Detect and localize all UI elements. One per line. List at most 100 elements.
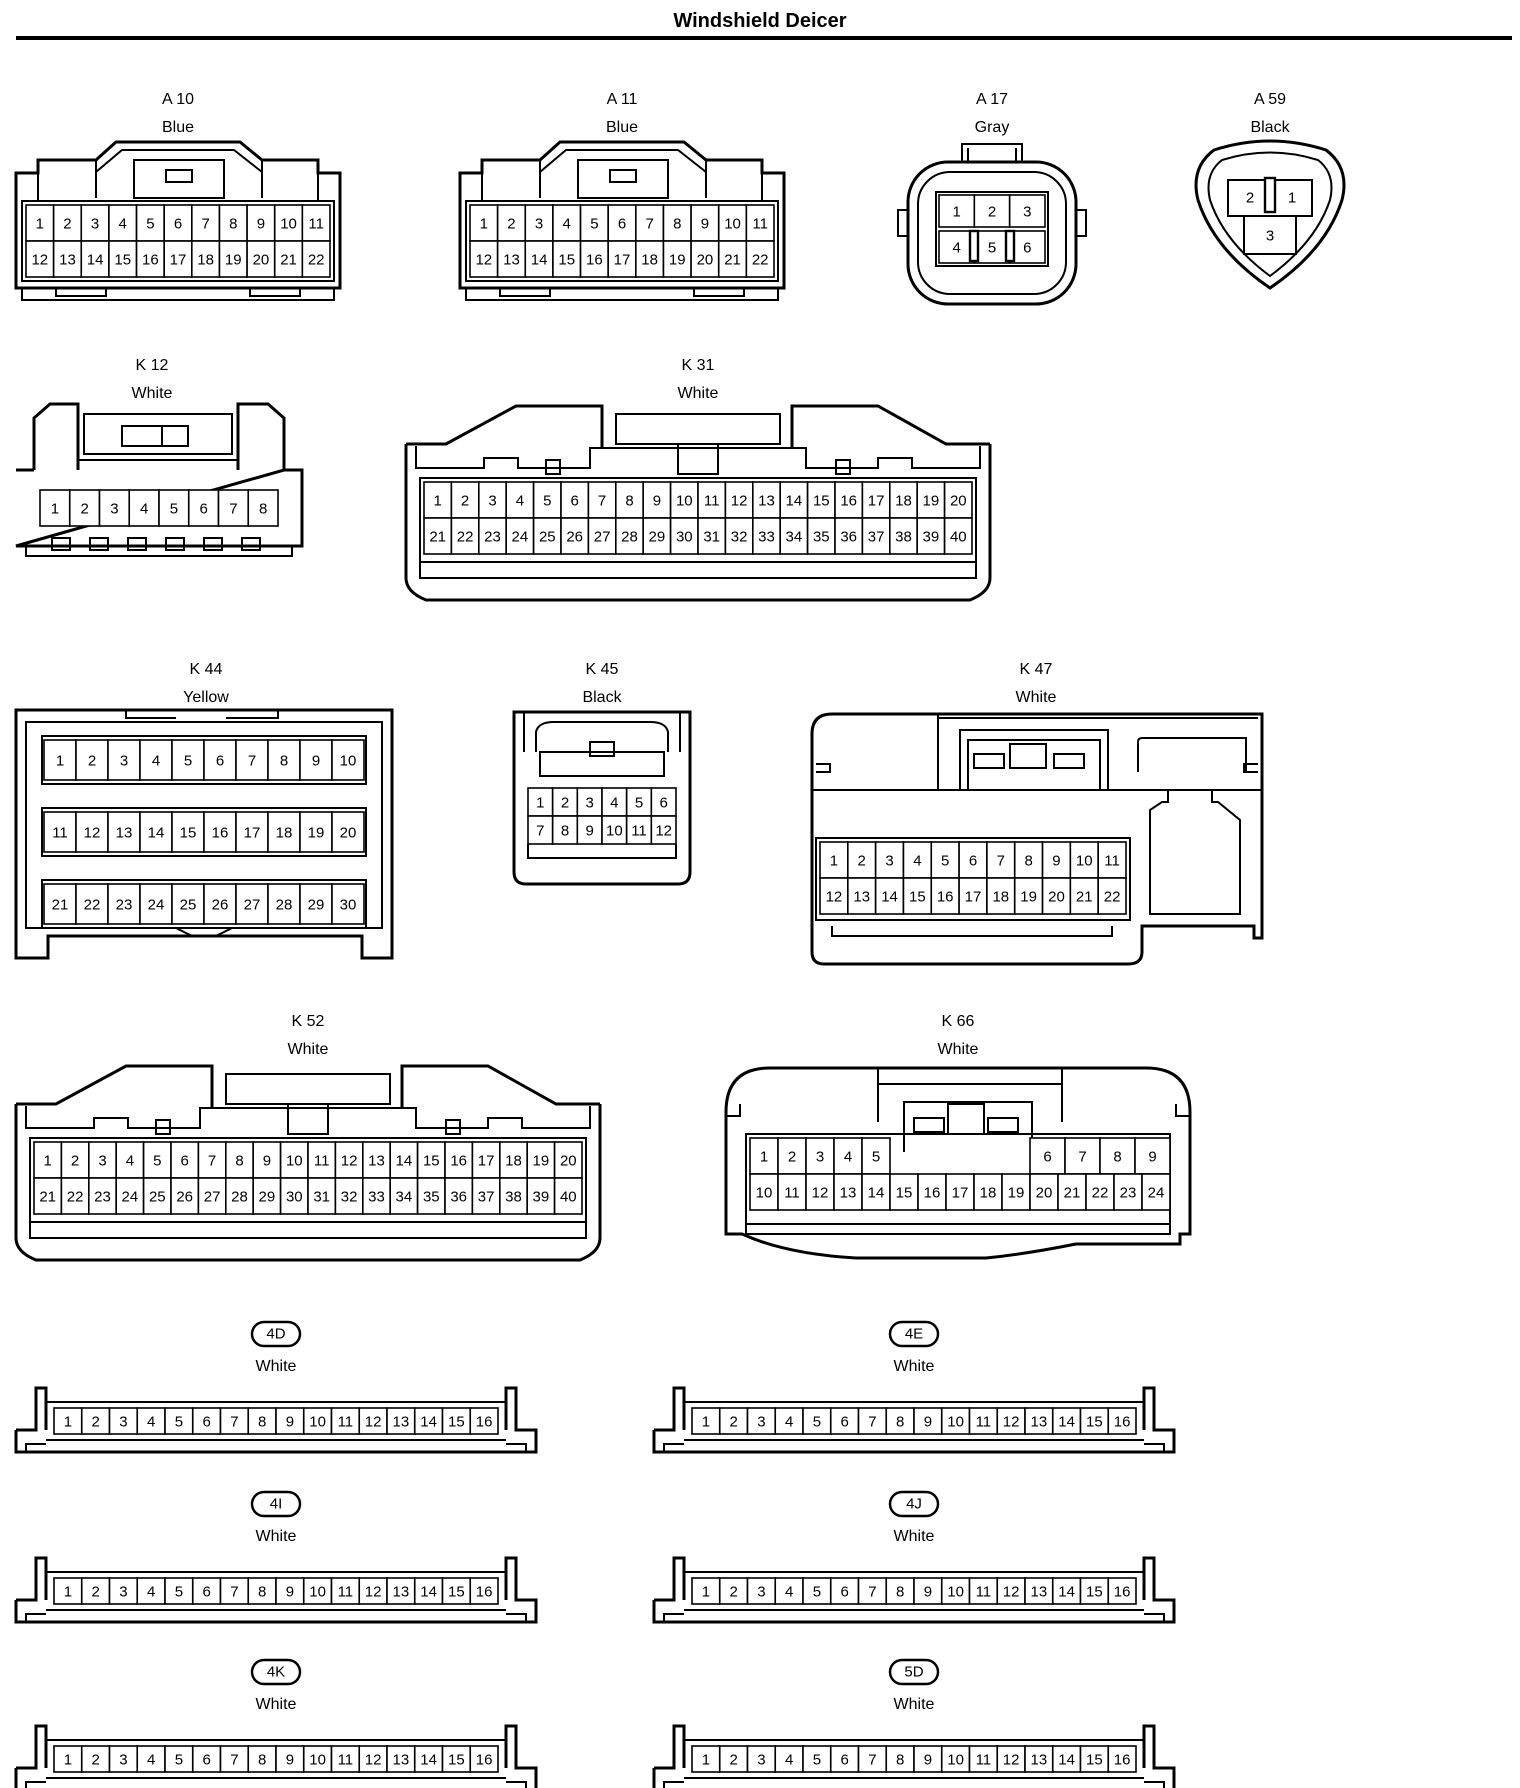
pin-number: 38 xyxy=(895,529,912,546)
pin-cell xyxy=(635,240,665,278)
pin-number: 8 xyxy=(896,1584,904,1601)
pin-cell xyxy=(930,877,960,915)
pin-number: 9 xyxy=(312,753,320,770)
pin-number: 12 xyxy=(812,1185,829,1202)
housing-slot xyxy=(127,537,147,551)
pin-number: 18 xyxy=(641,252,658,269)
pin-number: 22 xyxy=(1104,889,1121,906)
pin-number: 7 xyxy=(230,1414,238,1431)
pin-number: 21 xyxy=(280,252,297,269)
pin-number: 1 xyxy=(64,1414,72,1431)
housing-slot xyxy=(89,537,109,551)
pin-cell xyxy=(235,883,269,925)
pin-number: 39 xyxy=(923,529,940,546)
pin-cell xyxy=(225,1177,255,1215)
pin-cell xyxy=(579,240,609,278)
housing-outline xyxy=(26,710,382,723)
pin-number: 20 xyxy=(1048,889,1065,906)
pin-number: 20 xyxy=(950,493,967,510)
pin-cell xyxy=(252,1141,282,1179)
pin-number: 3 xyxy=(885,853,893,870)
pin-number: 3 xyxy=(91,216,99,233)
pin-cell xyxy=(43,811,77,853)
pin-cell xyxy=(885,1745,915,1773)
pin-number: 3 xyxy=(757,1584,765,1601)
pin-number: 4 xyxy=(147,1584,155,1601)
pin-number: 6 xyxy=(174,216,182,233)
pin-number: 7 xyxy=(645,216,653,233)
housing-slot xyxy=(203,537,223,551)
pin-number: 24 xyxy=(1148,1185,1165,1202)
housing-part xyxy=(589,741,615,757)
pin-number: 3 xyxy=(120,753,128,770)
pin-number: 35 xyxy=(813,529,830,546)
pin-number: 27 xyxy=(244,897,261,914)
pin-number: 37 xyxy=(868,529,885,546)
housing-part xyxy=(959,729,1109,791)
pin-number: 5 xyxy=(146,216,154,233)
housing-part xyxy=(419,477,977,563)
pin-number: 32 xyxy=(341,1189,358,1206)
pin-number: 34 xyxy=(396,1189,413,1206)
pin-number: 11 xyxy=(784,1185,800,1202)
pin-number: 4 xyxy=(126,1153,134,1170)
pin-cell xyxy=(43,739,77,781)
pin-number: 8 xyxy=(258,1584,266,1601)
pin-cell xyxy=(301,240,331,278)
housing-outline xyxy=(46,1571,506,1611)
pin-number: 11 xyxy=(1104,853,1120,870)
housing-outline xyxy=(175,927,233,937)
pin-number: 13 xyxy=(368,1153,385,1170)
pin-number: 10 xyxy=(340,753,357,770)
pin-number: 1 xyxy=(702,1584,710,1601)
pin-number: 30 xyxy=(340,897,357,914)
pin-number: 4 xyxy=(147,1752,155,1769)
pin-cell xyxy=(802,1745,832,1773)
pin-row-frame xyxy=(41,807,367,857)
pin-key xyxy=(1263,176,1277,214)
pin-number: 15 xyxy=(180,825,197,842)
pin-number: 6 xyxy=(840,1414,848,1431)
pin-number: 7 xyxy=(598,493,606,510)
pin-cell xyxy=(1141,1173,1171,1211)
connector-color: White xyxy=(894,1528,935,1545)
pin-number: 5 xyxy=(941,853,949,870)
housing-outline xyxy=(25,546,293,557)
housing-outline xyxy=(481,173,763,200)
pin-cell xyxy=(191,204,221,242)
pin-number: 12 xyxy=(826,889,843,906)
housing-outline xyxy=(724,1066,1192,1260)
pin-number: 5 xyxy=(175,1584,183,1601)
connector-color: Gray xyxy=(975,119,1010,136)
housing-outline xyxy=(95,149,263,198)
connector-code: K 31 xyxy=(682,357,715,374)
connector-code-oval xyxy=(888,1490,940,1518)
pin-number: 1 xyxy=(36,216,44,233)
pin-cell xyxy=(1024,1407,1054,1435)
connector-color: White xyxy=(256,1358,297,1375)
pin-number: 23 xyxy=(94,1189,111,1206)
pin-cell xyxy=(552,240,582,278)
housing-slot xyxy=(835,459,851,475)
pin-cell xyxy=(940,1745,971,1773)
pin-cell xyxy=(441,1577,472,1605)
pin-number: 31 xyxy=(313,1189,330,1206)
pin-number: 15 xyxy=(448,1752,465,1769)
pin-number: 36 xyxy=(840,529,857,546)
pin-number: 16 xyxy=(476,1414,493,1431)
pin-number: 2 xyxy=(507,216,515,233)
pin-number: 24 xyxy=(512,529,529,546)
pin-number: 22 xyxy=(1092,1185,1109,1202)
pin-cell xyxy=(68,489,101,527)
pin-cell xyxy=(334,1177,364,1215)
housing-outline xyxy=(46,1739,506,1779)
pin-number: 20 xyxy=(253,252,270,269)
pin-cell xyxy=(164,1577,194,1605)
pin-number: 10 xyxy=(1076,853,1093,870)
pin-number: 10 xyxy=(947,1752,964,1769)
pin-number: 40 xyxy=(560,1189,577,1206)
pin-number: 6 xyxy=(202,1752,210,1769)
pin-cell xyxy=(267,883,301,925)
